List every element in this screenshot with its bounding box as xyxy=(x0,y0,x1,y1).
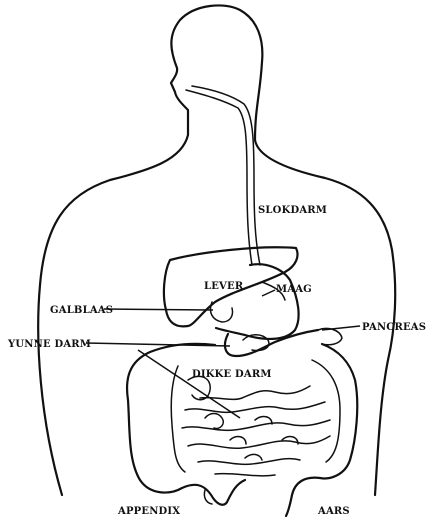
large-intestine-inner xyxy=(171,366,185,472)
label-maag: MAAG xyxy=(276,284,312,295)
body-outline xyxy=(38,5,395,495)
small-intestine xyxy=(182,376,330,475)
label-aars: AARS xyxy=(317,506,350,517)
label-slokdarm: SLOKDARM xyxy=(258,205,327,216)
pancreas-tail xyxy=(318,328,342,344)
large-intestine-inner-right xyxy=(312,360,340,462)
label-galblaas: GALBLAAS xyxy=(50,305,113,316)
label-dikke-darm: DIKKE DARM xyxy=(192,369,272,380)
maag-leader xyxy=(262,290,275,296)
large-intestine-right xyxy=(286,344,357,516)
label-pancreas: PANCREAS xyxy=(362,322,426,333)
label-appendix: APPENDIX xyxy=(117,506,180,517)
label-lever: LEVER xyxy=(204,281,244,292)
esophagus-outer xyxy=(186,90,252,265)
large-intestine xyxy=(127,344,245,505)
dikke-darm-leader xyxy=(138,350,240,418)
galblaas-leader xyxy=(104,309,213,310)
small-intestine-loops xyxy=(205,414,298,461)
esophagus-inner xyxy=(192,86,260,265)
stomach xyxy=(216,264,299,339)
label-dunne-darm: YUNNE DARM xyxy=(7,339,91,350)
gallbladder xyxy=(210,302,232,322)
